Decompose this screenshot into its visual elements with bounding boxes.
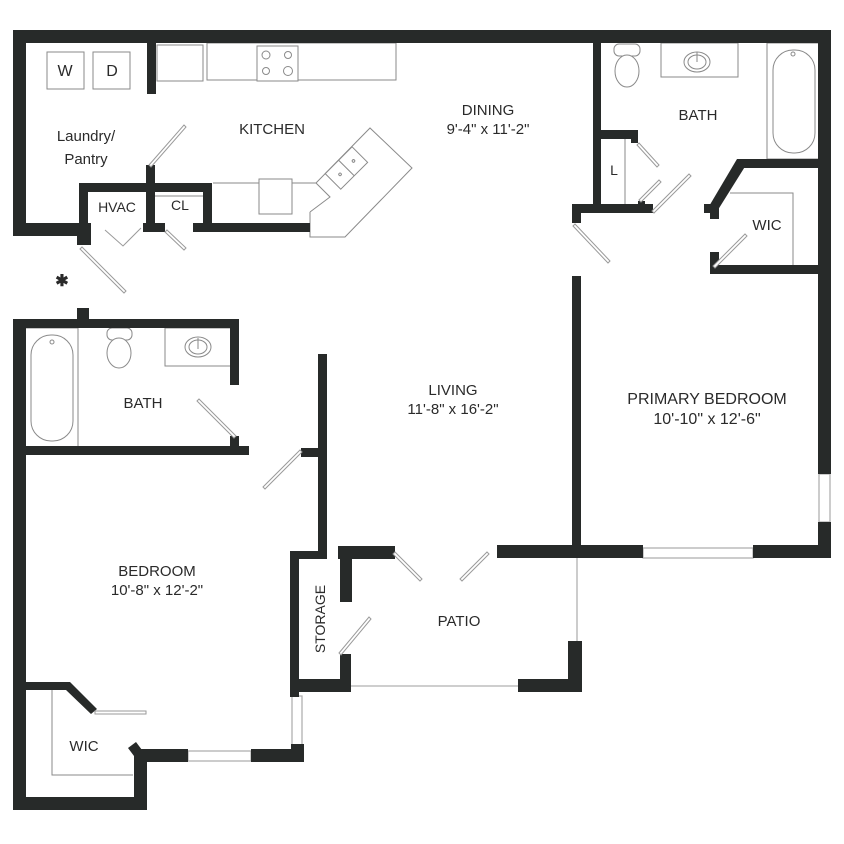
- bathtub-icon: [24, 327, 79, 449]
- refrigerator: [156, 44, 204, 82]
- labels: W D Laundry/ Pantry KITCHEN DINING 9'-4"…: [55, 63, 786, 755]
- living-dimensions: 11'-8" x 16'-2": [407, 401, 498, 418]
- door-primary-wic: [712, 233, 748, 269]
- walls: [13, 30, 831, 810]
- bedroom-dimensions: 10'-8" x 12'-2": [111, 582, 203, 599]
- door-primary-suite: [572, 223, 611, 264]
- hvac-label: HVAC: [98, 199, 136, 215]
- primary-wic-label: WIC: [752, 217, 781, 234]
- dining-dimensions: 9'-4" x 11'-2": [447, 121, 530, 138]
- kitchen-label: KITCHEN: [239, 121, 305, 138]
- primary-bedroom-label: PRIMARY BEDROOM: [627, 391, 786, 408]
- dryer: [92, 51, 131, 90]
- laundry-label-line1: Laundry/: [57, 128, 116, 145]
- asterisk-icon: ✱: [55, 273, 68, 290]
- sink-icon: [683, 51, 711, 73]
- secondary-wic-label: WIC: [69, 738, 98, 755]
- kitchen-counter-top: [206, 42, 397, 81]
- door-storage: [338, 616, 372, 656]
- window-bedroom-side: [291, 695, 303, 749]
- door-hvac: [104, 227, 142, 247]
- door-primary-bath: [651, 173, 692, 214]
- toilet-icon: [613, 43, 641, 88]
- windows: [187, 473, 831, 762]
- window-primary-bedroom-bottom: [642, 547, 754, 559]
- door-closet: [164, 229, 187, 251]
- dining-label: DINING: [462, 102, 515, 119]
- door-laundry: [148, 124, 187, 168]
- sink-icon: [184, 336, 212, 358]
- patio-label: PATIO: [438, 613, 481, 630]
- primary-bath-label: BATH: [679, 107, 718, 124]
- linen-label: L: [610, 162, 618, 178]
- window-bedroom-bottom: [187, 750, 252, 762]
- laundry-label-line2: Pantry: [64, 151, 108, 168]
- primary-bedroom-dimensions: 10'-10" x 12'-6": [653, 411, 760, 428]
- bathtub-icon: [766, 42, 820, 160]
- dishwasher: [258, 178, 293, 215]
- door-linen-lower: [638, 179, 662, 203]
- doors: [79, 124, 748, 715]
- sink-icon: [324, 146, 369, 190]
- window-primary-bedroom-side: [818, 473, 831, 523]
- storage-label: STORAGE: [312, 585, 328, 653]
- door-bedroom: [262, 449, 303, 490]
- dryer-label: D: [106, 63, 118, 80]
- door-bedroom-wic: [94, 710, 147, 715]
- stove-icon: [256, 45, 299, 82]
- door-secondary-bath: [196, 398, 237, 439]
- kitchen-counter-lower: [213, 127, 413, 238]
- washer-label: W: [57, 63, 73, 80]
- door-entry: [79, 246, 127, 294]
- door-patio-left: [392, 551, 423, 582]
- bedroom-label: BEDROOM: [118, 563, 196, 580]
- fixtures: [24, 42, 820, 776]
- door-linen-upper: [636, 142, 660, 168]
- door-patio-right: [459, 551, 490, 582]
- living-label: LIVING: [428, 382, 477, 399]
- washer: [46, 51, 85, 90]
- secondary-bath-label: BATH: [124, 395, 163, 412]
- toilet-icon: [106, 327, 133, 369]
- closet-label: CL: [171, 197, 189, 213]
